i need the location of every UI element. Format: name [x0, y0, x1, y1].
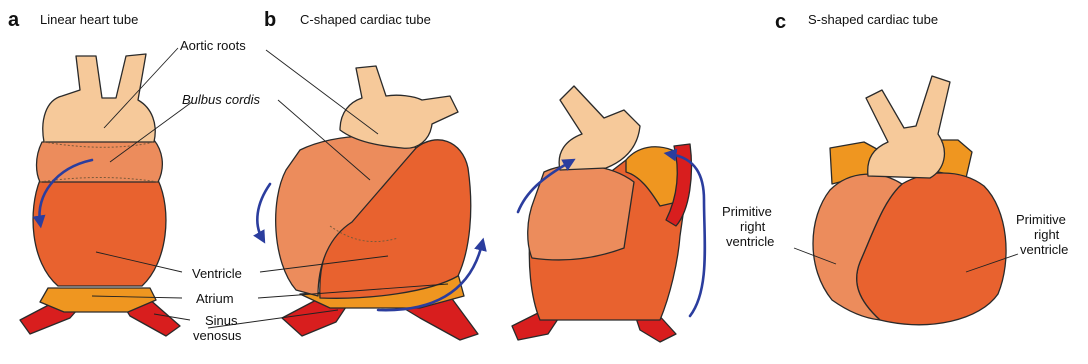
- label-aortic-roots: Aortic roots: [180, 38, 246, 53]
- panel-c-heart: [813, 76, 1006, 325]
- panel-c-letter: c: [775, 11, 786, 33]
- label-bulbus-cordis: Bulbus cordis: [182, 92, 261, 107]
- panel-b-heart-right: [512, 86, 705, 342]
- panel-a-title: Linear heart tube: [40, 12, 138, 27]
- label-primitive-left-3: ventricle: [726, 234, 774, 249]
- label-primitive-left-2: right: [740, 219, 766, 234]
- label-primitive-right-3: ventricle: [1020, 242, 1068, 257]
- panel-c-title: S-shaped cardiac tube: [808, 12, 938, 27]
- label-primitive-left-1: Primitive: [722, 204, 772, 219]
- label-primitive-right-2: right: [1034, 227, 1060, 242]
- label-primitive-right-1: Primitive: [1016, 212, 1066, 227]
- panel-b-letter: b: [264, 9, 276, 31]
- label-atrium: Atrium: [196, 291, 234, 306]
- panel-a-letter: a: [8, 9, 20, 31]
- label-ventricle: Ventricle: [192, 266, 242, 281]
- panel-b-heart-left: [257, 66, 482, 340]
- panel-b-title: C-shaped cardiac tube: [300, 12, 431, 27]
- label-sinus: Sinus: [205, 313, 238, 328]
- panel-a-heart: [20, 54, 180, 336]
- label-venosus: venosus: [193, 328, 242, 343]
